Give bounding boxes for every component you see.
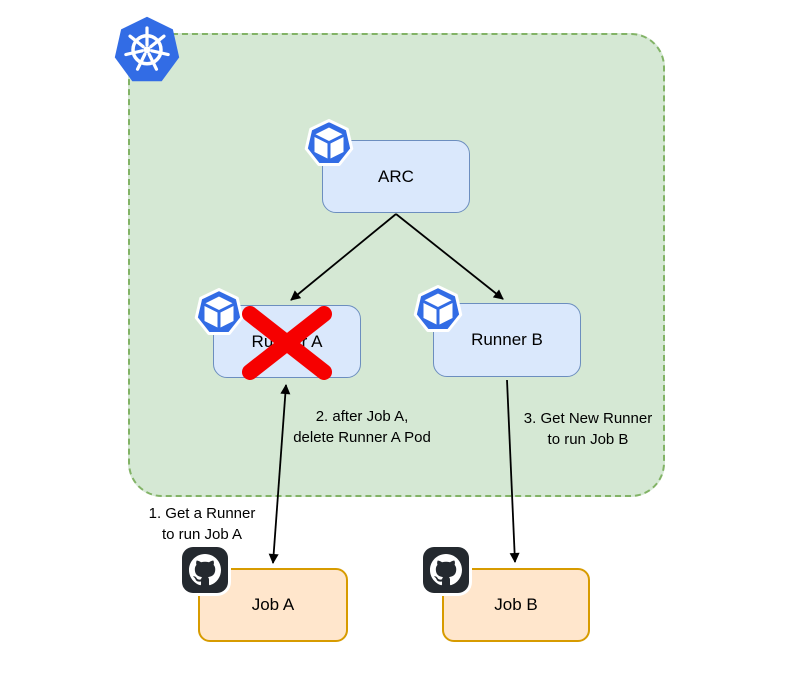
annotation-step2-line1: 2. after Job A, (315, 408, 409, 425)
github-icon (182, 547, 228, 593)
pod-icon (413, 285, 463, 332)
node-runner-b: Runner B (433, 303, 581, 377)
pod-icon (304, 119, 354, 166)
node-job-a-label: Job A (251, 595, 295, 614)
node-runner-a-label: Runner A (251, 331, 323, 351)
annotation-step3-line1: 3. Get New Runner (523, 410, 653, 427)
node-runner-b-label: Runner B (471, 330, 543, 349)
node-arc: ARC (322, 140, 470, 213)
github-icon (423, 547, 469, 593)
annotation-step2-line2: delete Runner A Pod (293, 429, 431, 446)
annotation-step2: 2. after Job A, delete Runner A Pod (282, 406, 442, 448)
annotation-step1-line1: 1. Get a Runner (148, 505, 256, 522)
node-arc-label: ARC (378, 166, 414, 186)
pod-icon (194, 288, 244, 335)
annotation-step1-line2: to run Job A (161, 526, 243, 543)
annotation-step1: 1. Get a Runner to run Job A (127, 503, 277, 545)
annotation-step3-line2: to run Job B (547, 431, 629, 448)
annotation-step3: 3. Get New Runner to run Job B (520, 408, 656, 450)
node-job-b-label: Job B (494, 595, 538, 614)
kubernetes-logo-icon (114, 16, 180, 82)
